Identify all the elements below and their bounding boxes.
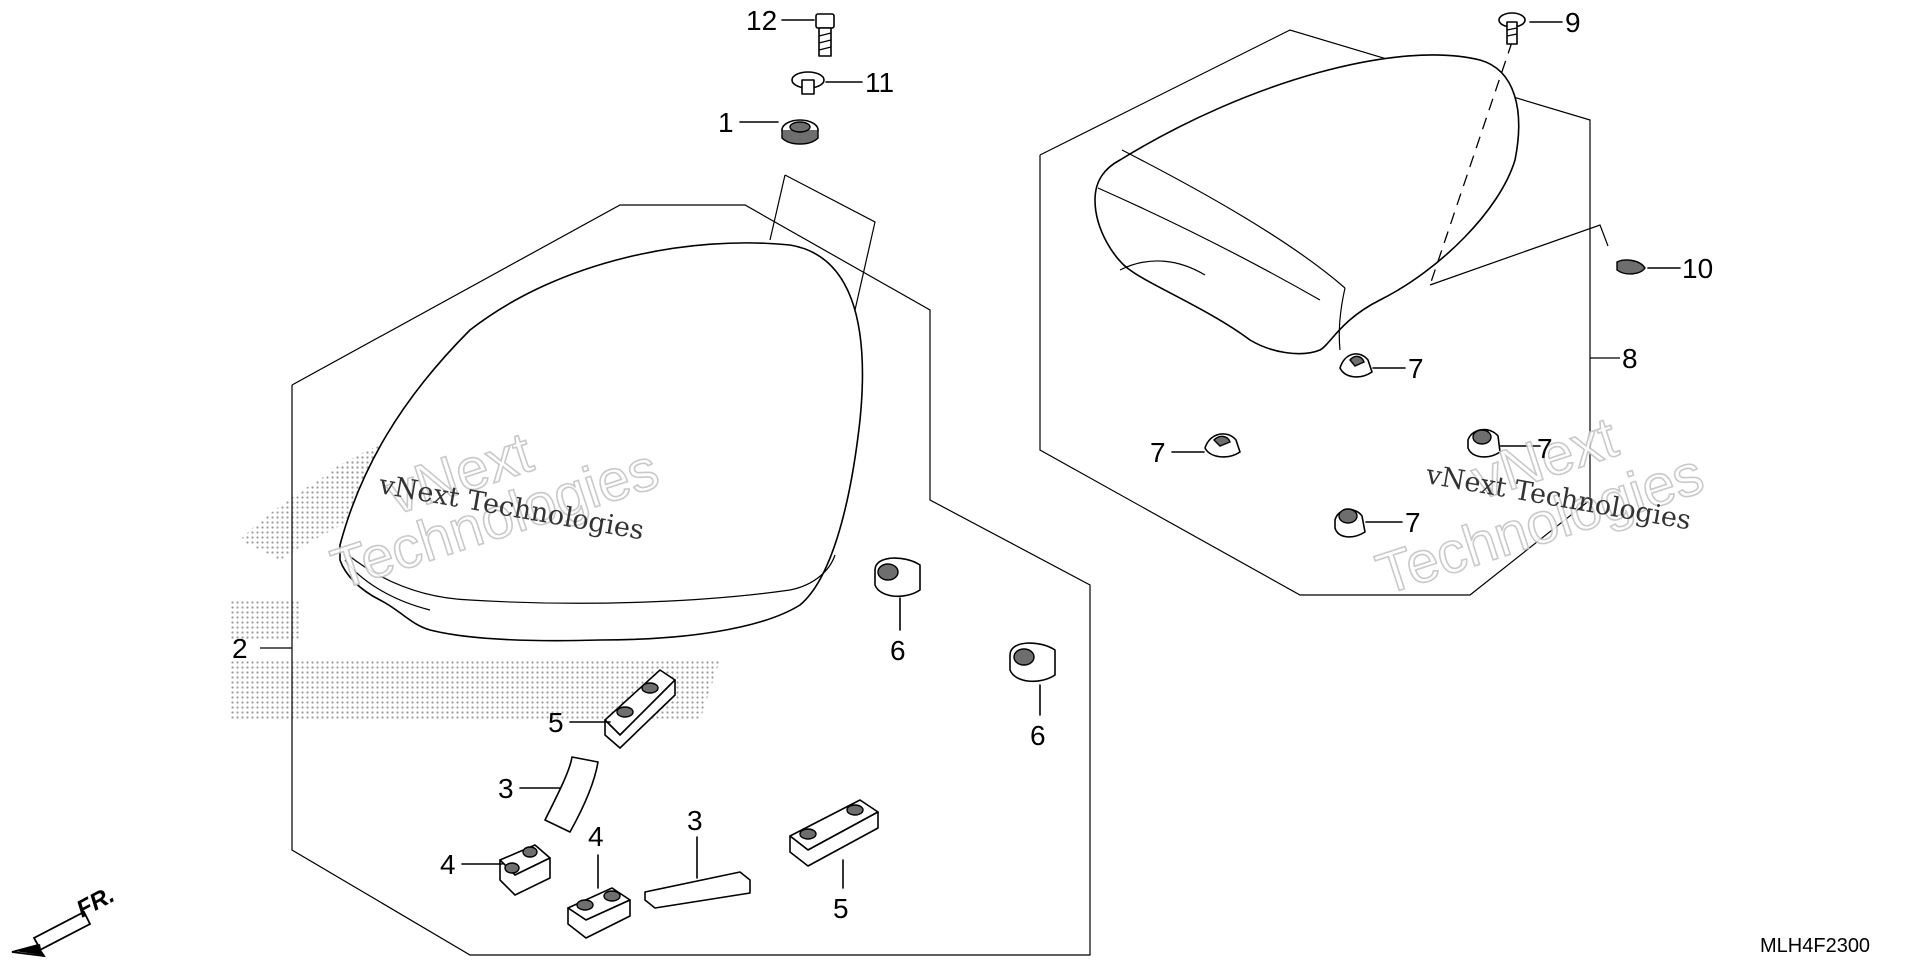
callout-2: 2 xyxy=(232,633,248,664)
callout-labels: 1 2 3 3 4 4 5 5 6 6 7 7 7 7 8 9 10 11 12 xyxy=(232,5,1713,924)
bolt-part-9 xyxy=(1498,12,1526,45)
callout-3b: 3 xyxy=(687,805,703,836)
callout-4a: 4 xyxy=(440,849,456,880)
callout-3a: 3 xyxy=(498,773,514,804)
front-seat-group-outline xyxy=(291,204,1091,956)
washer-part-10 xyxy=(1616,259,1646,275)
block-part-4a xyxy=(499,844,551,896)
block-part-4b xyxy=(567,887,631,939)
pad-part-3b xyxy=(644,871,751,909)
callout-7b: 7 xyxy=(1150,437,1166,468)
block-part-5a xyxy=(604,669,676,749)
bolt-part-12 xyxy=(815,13,835,57)
damper-part-7a xyxy=(1339,353,1373,378)
pad-part-3a xyxy=(544,756,599,833)
callout-6a: 6 xyxy=(890,635,906,666)
callout-5a: 5 xyxy=(548,707,564,738)
callout-4b: 4 xyxy=(588,821,604,852)
damper-part-7c xyxy=(1467,428,1501,458)
damper-part-6a xyxy=(874,557,921,598)
callout-12: 12 xyxy=(746,5,777,36)
front-seat xyxy=(339,242,864,642)
leader-line-1b xyxy=(784,174,876,311)
callout-7a: 7 xyxy=(1408,353,1424,384)
damper-part-6b xyxy=(1009,642,1056,683)
callout-1: 1 xyxy=(718,107,734,138)
callout-7d: 7 xyxy=(1405,507,1421,538)
collar-part-11 xyxy=(791,71,825,95)
damper-part-7d xyxy=(1334,508,1366,538)
callout-5b: 5 xyxy=(833,893,849,924)
leader-line-10 xyxy=(1429,224,1609,286)
drawing-code: MLH4F2300 xyxy=(1760,935,1870,957)
front-direction-arrow-icon xyxy=(11,910,92,958)
callout-11: 11 xyxy=(865,67,894,98)
rear-seat xyxy=(1094,54,1520,355)
leader-line-1a xyxy=(769,174,786,241)
block-part-5b xyxy=(789,799,879,867)
rear-seat-group-outline xyxy=(1039,29,1591,596)
callout-6b: 6 xyxy=(1030,720,1046,751)
callout-9: 9 xyxy=(1565,7,1581,38)
callout-7c: 7 xyxy=(1537,433,1553,464)
callout-8: 8 xyxy=(1622,343,1638,374)
dashed-leader-9 xyxy=(1429,41,1513,286)
callout-10: 10 xyxy=(1682,253,1713,284)
grommet-part-1 xyxy=(781,119,819,145)
damper-part-7b xyxy=(1204,433,1241,458)
